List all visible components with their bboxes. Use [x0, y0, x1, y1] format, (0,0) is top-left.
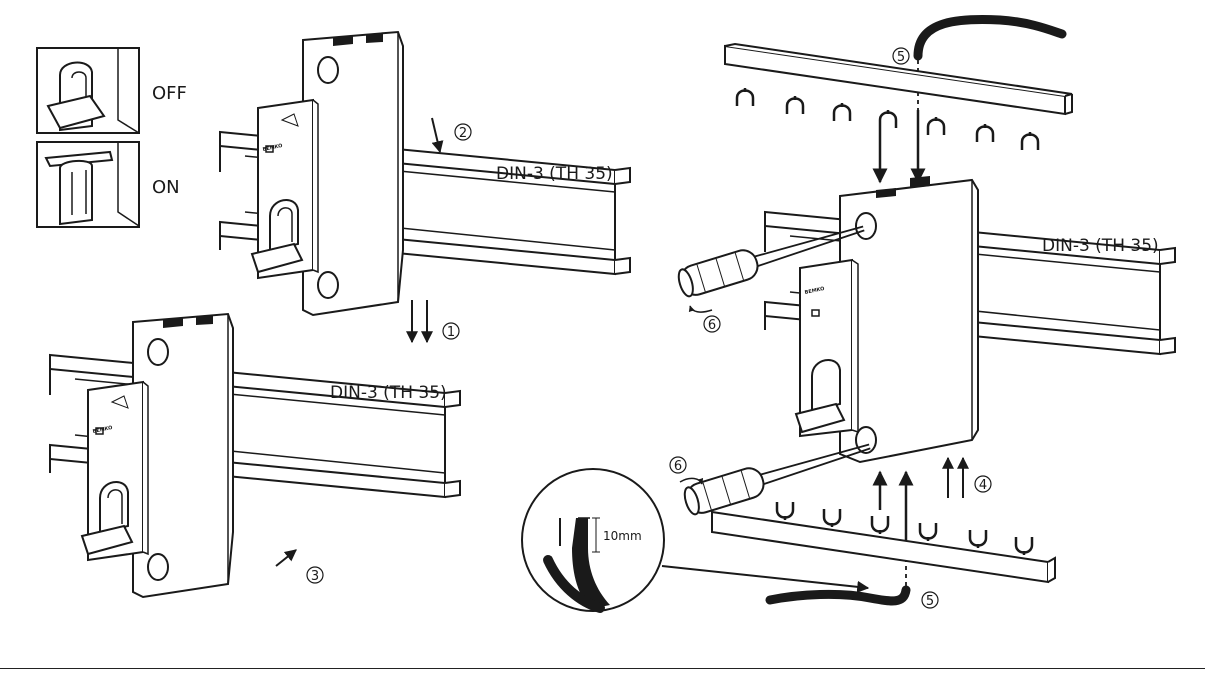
- brand-mark-top: BEMKO: [262, 143, 283, 153]
- mounting-step-figure: BEMKO DIN-3 (TH 35) 2 1: [219, 31, 631, 344]
- brand-mark-left: BEMKO: [92, 425, 113, 435]
- svg-text:6: 6: [708, 318, 716, 333]
- svg-text:6: 6: [674, 459, 682, 474]
- step-6-marker-bottom: 6: [669, 456, 687, 474]
- top-cable: [913, 14, 1067, 61]
- wiring-step-figure: 5 DIN-3 (TH 35): [521, 14, 1176, 613]
- breaker-removal: [81, 313, 234, 598]
- off-label: OFF: [152, 83, 187, 104]
- step-4-marker: 4: [974, 475, 992, 493]
- arrow-step-2: [431, 117, 444, 154]
- svg-text:2: 2: [459, 126, 467, 141]
- svg-text:3: 3: [311, 569, 319, 584]
- on-label: ON: [152, 177, 180, 198]
- step-1-marker: 1: [442, 322, 460, 340]
- off-toggle-icon: [46, 48, 140, 134]
- rail-label-right: DIN-3 (TH 35): [1042, 236, 1159, 256]
- detail-callout-arrow: [661, 565, 870, 593]
- svg-text:5: 5: [926, 594, 934, 609]
- step-3-marker: 3: [306, 566, 324, 584]
- rotation-arrow-bottom: [679, 477, 704, 485]
- rail-label-top: DIN-3 (TH 35): [496, 164, 613, 184]
- brand-mark-right: BEMKO: [804, 286, 825, 296]
- breaker-mounting: [251, 31, 404, 316]
- step-5-marker-top: 5: [892, 47, 910, 65]
- top-comb-busbar: [724, 42, 1073, 152]
- rotation-arrow-top: [688, 305, 713, 313]
- breaker-wiring: [794, 176, 979, 464]
- switch-state-panel: OFF ON: [36, 47, 187, 228]
- arrow-step-3: [275, 549, 297, 567]
- wire-strip-length-label: 10mm: [603, 529, 642, 543]
- step-5-marker-bottom: 5: [921, 591, 939, 609]
- bottom-comb-busbar: [711, 500, 1056, 584]
- on-toggle-icon: [44, 142, 140, 227]
- svg-text:4: 4: [979, 478, 987, 493]
- svg-text:1: 1: [447, 325, 455, 340]
- wire-strip-detail: 10mm: [521, 468, 665, 613]
- bottom-cable: [765, 585, 911, 606]
- step-2-marker: 2: [454, 123, 472, 141]
- removal-step-figure: BEMKO DIN-3 (TH 35) 3: [49, 313, 461, 598]
- bottom-rule: [0, 668, 1205, 669]
- rail-label-bottom-left: DIN-3 (TH 35): [330, 383, 447, 403]
- step-6-marker-top: 6: [703, 315, 721, 333]
- svg-text:5: 5: [897, 50, 905, 65]
